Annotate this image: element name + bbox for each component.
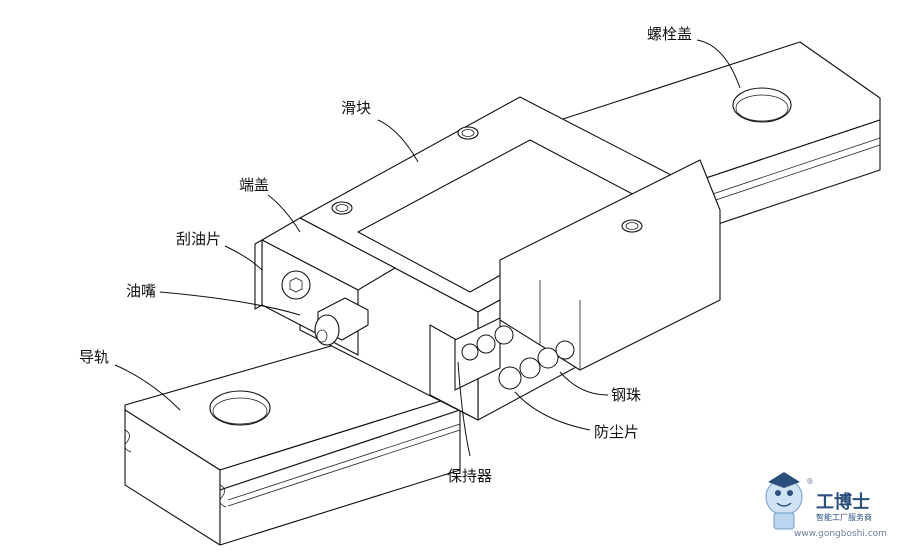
brand-name: 工博士 (816, 491, 870, 513)
labels: 螺栓盖 滑块 端盖 刮油片 油嘴 导轨 钢珠 防尘片 保持器 (79, 25, 692, 485)
brand-tagline: 智能工厂服务商 (816, 512, 872, 522)
wiper-plate (254, 239, 263, 310)
label-end-cap: 端盖 (239, 176, 269, 194)
label-dust-seal: 防尘片 (594, 423, 639, 441)
grease-nipple (314, 297, 369, 346)
label-bolt-cap: 螺栓盖 (647, 25, 692, 43)
label-retainer: 保持器 (447, 467, 492, 485)
bolt-hole-2 (331, 201, 353, 215)
label-grease-nipple: 油嘴 (126, 282, 156, 300)
grease-port (281, 270, 311, 300)
watermark: ® 工博士 智能工厂服务商 www.gongboshi.com (765, 472, 887, 539)
registered-mark: ® (806, 477, 814, 486)
brand-url: www.gongboshi.com (794, 529, 887, 539)
label-slider: 滑块 (341, 99, 371, 117)
slider-block (254, 96, 721, 421)
label-steel-ball: 钢珠 (611, 386, 641, 404)
bolt-hole-1 (457, 126, 479, 140)
bolt-cap-hole (732, 87, 792, 123)
bolt-hole-3 (621, 219, 643, 233)
label-rail: 导轨 (79, 348, 109, 366)
label-wiper: 刮油片 (176, 230, 221, 248)
rail-mounting-hole (209, 390, 271, 426)
leader-lines (114, 39, 741, 457)
steel-balls (461, 325, 575, 390)
mascot-icon (765, 472, 803, 530)
